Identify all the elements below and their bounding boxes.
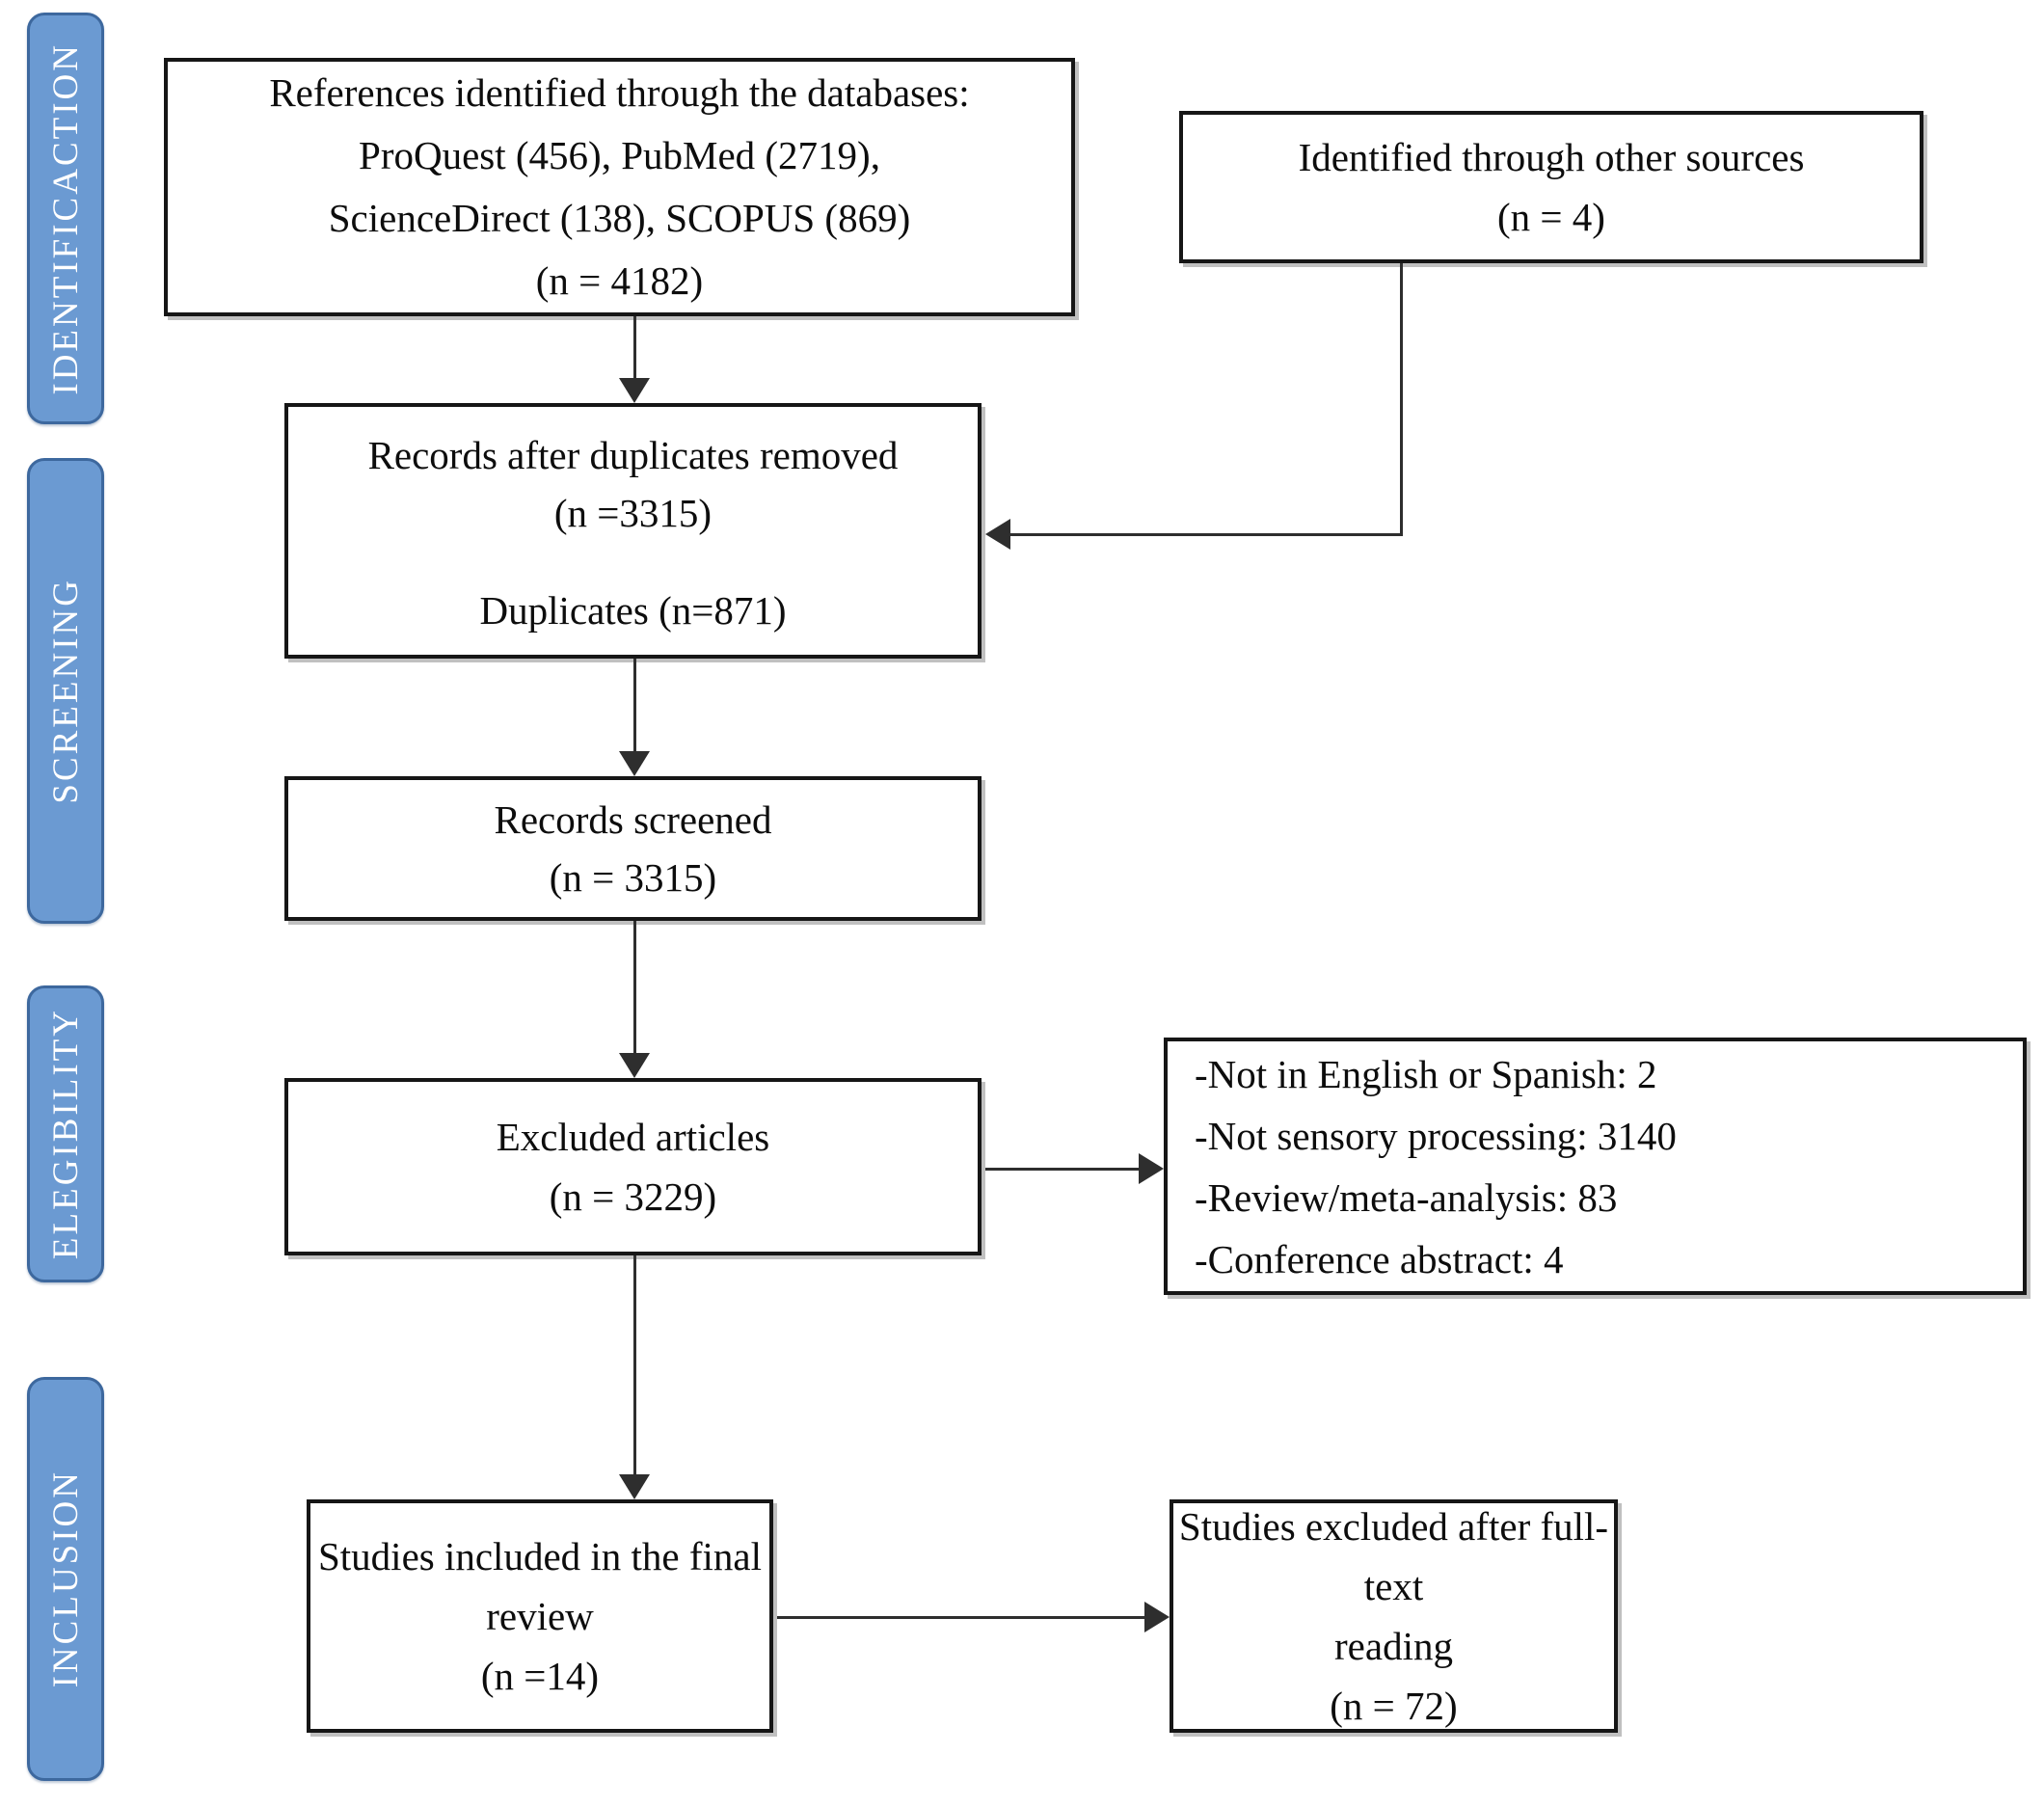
box-databases-line: ScienceDirect (138), SCOPUS (869): [328, 196, 911, 240]
box-included-final-count: (n =14): [480, 1654, 600, 1698]
arrowhead-left-icon: [985, 519, 1010, 550]
connector-excluded-to-reasons: [985, 1168, 1139, 1171]
box-exclusion-reasons: -Not in English or Spanish: 2 -Not senso…: [1164, 1038, 2027, 1295]
box-excluded-articles-line: Excluded articles: [496, 1115, 770, 1159]
box-after-duplicates-main: Records after duplicates removed (n =331…: [368, 426, 899, 542]
box-included-final: Studies included in the final review (n …: [307, 1499, 773, 1733]
stage-eligibility: ELEGIBILITY: [27, 985, 104, 1282]
stage-screening: SCREENING: [27, 458, 104, 924]
box-excluded-articles: Excluded articles (n = 3229): [284, 1078, 982, 1255]
connector-other-sources-horizontal: [1009, 533, 1403, 536]
box-databases-line: ProQuest (456), PubMed (2719),: [359, 133, 880, 177]
box-excluded-fulltext-line: reading: [1334, 1624, 1453, 1668]
stage-inclusion-label: INCLUSION: [45, 1470, 86, 1688]
box-excluded-fulltext-line: Studies excluded after full-text: [1178, 1504, 1609, 1608]
box-excluded-fulltext: Studies excluded after full-text reading…: [1170, 1499, 1618, 1733]
connector-screened-to-excluded: [633, 921, 636, 1055]
arrowhead-right-icon: [1144, 1602, 1170, 1632]
box-after-duplicates-count: (n =3315): [553, 491, 713, 535]
box-databases-count: (n = 4182): [535, 258, 704, 303]
exclusion-reason: -Conference abstract: 4: [1195, 1236, 1564, 1281]
connector-duplicates-to-screened: [633, 659, 636, 753]
stage-identification: IDENTIFICACTION: [27, 13, 104, 424]
connector-other-sources-vertical: [1400, 263, 1403, 536]
box-excluded-articles-count: (n = 3229): [549, 1174, 717, 1219]
box-after-duplicates: Records after duplicates removed (n =331…: [284, 403, 982, 659]
exclusion-reason: -Review/meta-analysis: 83: [1195, 1174, 1618, 1220]
box-screened: Records screened (n = 3315): [284, 776, 982, 921]
exclusion-reason: -Not in English or Spanish: 2: [1195, 1051, 1657, 1096]
box-databases: References identified through the databa…: [164, 58, 1075, 316]
arrowhead-right-icon: [1139, 1153, 1164, 1184]
stage-eligibility-label: ELEGIBILITY: [45, 1008, 86, 1260]
box-excluded-fulltext-count: (n = 72): [1330, 1684, 1458, 1728]
box-other-sources-line: Identified through other sources: [1298, 135, 1805, 179]
box-other-sources-count: (n = 4): [1497, 195, 1605, 239]
box-screened-count: (n = 3315): [549, 855, 717, 900]
box-included-final-line: Studies included in the final: [317, 1534, 763, 1578]
box-other-sources: Identified through other sources (n = 4): [1179, 111, 1923, 263]
stage-identification-label: IDENTIFICACTION: [45, 41, 86, 395]
connector-excluded-to-included: [633, 1255, 636, 1476]
exclusion-reason: -Not sensory processing: 3140: [1195, 1113, 1677, 1158]
arrowhead-down-icon: [619, 1053, 650, 1078]
box-included-final-line: review: [486, 1594, 594, 1638]
connector-included-to-fulltext: [777, 1616, 1144, 1619]
stage-screening-label: SCREENING: [45, 578, 86, 804]
connector-databases-to-duplicates: [633, 316, 636, 380]
stage-inclusion: INCLUSION: [27, 1377, 104, 1781]
arrowhead-down-icon: [619, 1474, 650, 1499]
box-databases-line: References identified through the databa…: [269, 70, 970, 115]
arrowhead-down-icon: [619, 378, 650, 403]
box-screened-line: Records screened: [494, 797, 772, 842]
box-after-duplicates-line: Records after duplicates removed: [367, 433, 899, 477]
box-after-duplicates-footer: Duplicates (n=871): [479, 588, 787, 633]
arrowhead-down-icon: [619, 751, 650, 776]
